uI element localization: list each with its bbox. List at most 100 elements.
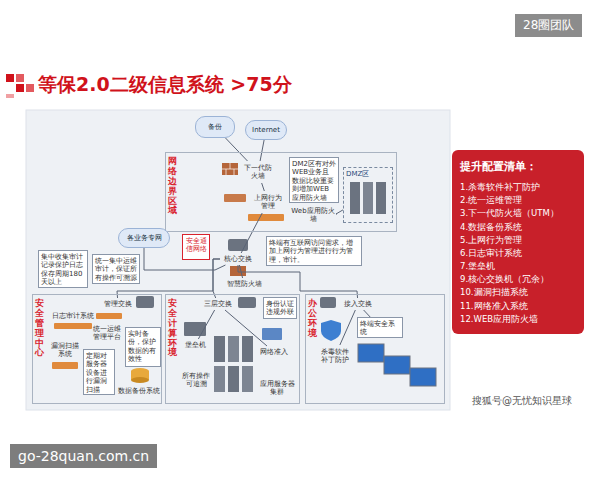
link-line <box>340 310 355 345</box>
device-label: 堡垒机 <box>181 339 209 351</box>
device-label: 日志审计系统 <box>51 310 95 322</box>
zone-box: 网络边界区域DM2区有对外WEB业务且数据比较重要则增加WEB应用防火墙下一代防… <box>165 152 397 232</box>
note-box: 身份认证违规外联 <box>263 297 297 319</box>
brick-lines <box>222 163 238 175</box>
link-line <box>364 310 371 317</box>
link-line <box>225 310 267 346</box>
zone-box: 安全管理中心 管理交换日志审计系统统一运维管理平台漏洞扫描系统定期对服务器设备进行… <box>32 294 162 404</box>
monitor-icon <box>358 344 384 362</box>
node-text: 应用服务器集群 <box>258 380 296 397</box>
link-line <box>336 210 343 214</box>
node-text: 三层交换 <box>204 300 232 308</box>
switch-icon <box>320 297 336 308</box>
note-box: 集中收集审计记录保护日志保存周期180天以上 <box>38 250 88 288</box>
zone-tag: 安全通信网络 <box>182 234 210 260</box>
node-text: 杀毒软件补丁防护 <box>320 348 350 365</box>
node-text: 5.上网行为管理 <box>460 234 576 247</box>
waf-device <box>248 214 284 221</box>
node-text: 所有操作可追溯 <box>182 372 210 389</box>
zone-label: 安全管理中心 <box>35 299 44 358</box>
node-text: 11.网络准入系统 <box>460 300 576 313</box>
device-label: Web应用防火墙 <box>289 205 337 225</box>
device-label: 三层交换 <box>201 298 235 310</box>
server-icon <box>228 366 239 392</box>
server-icon <box>214 366 225 392</box>
node-text: 定期对服务器设备进行漏洞扫描 <box>86 352 112 394</box>
node-text: 6.日志审计系统 <box>460 247 576 260</box>
zone-box: 办公环境 接入交换终端安全系统杀毒软件补丁防护 <box>305 294 445 404</box>
note-box: 统一集中运维审计，保证所有操作可溯源 <box>92 254 140 284</box>
monitor-icon <box>410 368 436 386</box>
device-label: 网络准入 <box>255 346 293 358</box>
zone-label: 安全计算环境 <box>168 299 177 358</box>
node-text: 各业务专网 <box>127 234 162 242</box>
note-box: 定期对服务器设备进行漏洞扫描 <box>83 349 115 395</box>
server-icon <box>350 182 360 214</box>
title-square <box>6 74 14 82</box>
device-label: 上网行为管理 <box>251 191 285 213</box>
server-icon <box>228 336 239 362</box>
device-label: 管理交换 <box>101 298 135 310</box>
bastion-icon <box>184 322 206 336</box>
node-text: DMZ区 <box>346 170 390 178</box>
link-line <box>213 259 220 298</box>
device-label: 漏洞扫描系统 <box>49 339 81 361</box>
node-text: 下一代防火墙 <box>242 164 274 181</box>
node-text: 10.漏洞扫描系统 <box>460 286 576 299</box>
node-text: 3.下一代防火墙（UTM） <box>460 207 576 220</box>
node-text: 管理交换 <box>104 300 132 308</box>
node-text: 1.杀毒软件补丁防护 <box>460 181 576 194</box>
watermark: go-28quan.com.cn <box>10 444 157 468</box>
monitor-icon <box>384 356 410 374</box>
node-text: 身份认证违规外联 <box>266 300 294 317</box>
link-line <box>198 310 214 339</box>
zone-label: 办公环境 <box>308 299 317 339</box>
node-text: 终端有互联网访问需求，增加上网行为管理进行行为管理，审计。 <box>269 239 359 264</box>
ops-device <box>96 313 122 319</box>
server-icon <box>363 182 373 214</box>
note-box: 实时备份，保护数据的有效性 <box>125 327 161 367</box>
link-line <box>241 213 262 253</box>
shield-icon <box>321 320 341 341</box>
note-box: 终端有互联网访问需求，增加上网行为管理进行行为管理，审计。 <box>266 236 362 266</box>
note-box: DM2区有对外WEB业务且数据比较重要则增加WEB应用防火墙 <box>289 157 339 203</box>
device-label: 智慧防火墙 <box>222 278 266 290</box>
title-square <box>16 84 24 92</box>
log-device <box>54 323 92 329</box>
switch-icon <box>238 297 256 308</box>
node-text: 核心交换 <box>224 255 252 263</box>
node-text: DM2区有对外WEB业务且数据比较重要则增加WEB应用防火墙 <box>292 160 336 202</box>
node-text: 12.WEB应用防火墙 <box>460 313 576 326</box>
device-label: 核心交换 <box>220 253 256 265</box>
node-text: 2.统一运维管理 <box>460 194 576 207</box>
dmz-box: DMZ区 <box>343 167 393 223</box>
node-text: 数据备份系统 <box>118 387 160 395</box>
device-label: 统一运维管理平台 <box>91 322 123 344</box>
node-text: 统一运维管理平台 <box>92 325 122 342</box>
network-cloud: Internet <box>245 120 287 140</box>
page-title: 等保2.0二级信息系统 >75分 <box>38 72 292 98</box>
server-icon <box>376 182 386 214</box>
nac-icon <box>262 328 282 340</box>
node-text: 统一集中运维审计，保证所有操作可溯源 <box>95 257 137 282</box>
watermark: 28圈团队 <box>515 14 582 37</box>
link-line <box>260 140 264 161</box>
zone-box: 安全计算环境 三层交换 身份认证违规外联堡垒机网络准入所有操作可追溯 应用服务器集群 <box>165 294 300 404</box>
title-square <box>26 84 34 92</box>
node-text: 上网行为管理 <box>252 194 284 211</box>
node-text: 实时备份，保护数据的有效性 <box>128 330 158 364</box>
node-text: 接入交换 <box>344 300 372 308</box>
server-icon <box>242 336 253 362</box>
device-label: 所有操作可追溯 <box>181 367 211 393</box>
link-line <box>262 183 265 191</box>
switch-icon <box>136 296 154 308</box>
node-text: 4.数据备份系统 <box>460 221 576 234</box>
behavior-device <box>224 194 246 202</box>
node-text: 集中收集审计记录保护日志保存周期180天以上 <box>41 253 85 287</box>
node-text: 堡垒机 <box>185 341 206 349</box>
node-text: 安全通信网络 <box>185 237 207 254</box>
node-text: 备份 <box>208 123 222 131</box>
node-text: 智慧防火墙 <box>227 280 262 288</box>
node-text: 终端安全系统 <box>360 320 400 337</box>
title-square <box>16 74 24 82</box>
